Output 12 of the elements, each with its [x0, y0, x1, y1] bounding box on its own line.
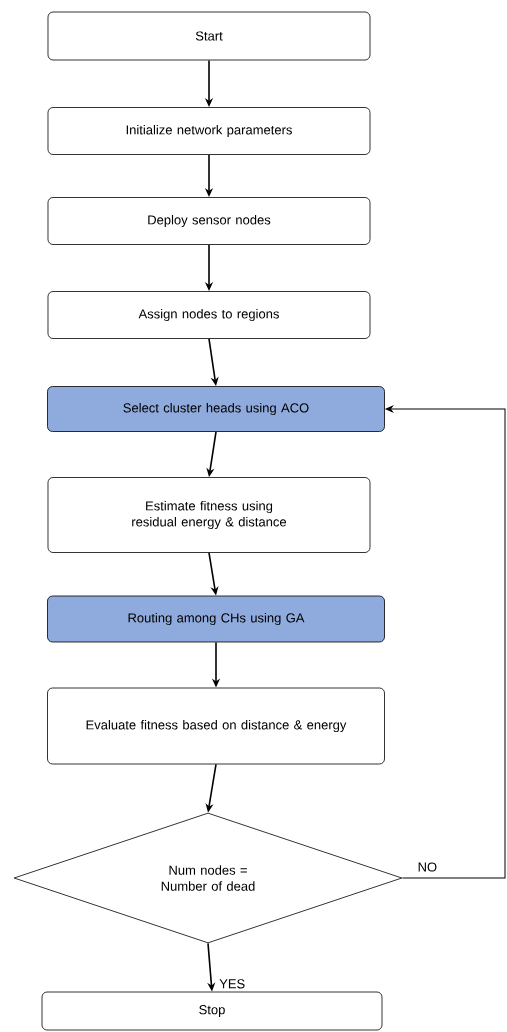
process-box: Start: [47, 11, 371, 61]
arrow: [385, 405, 506, 879]
edge-label: NO: [416, 861, 439, 873]
process-box: Assign nodes to regions: [47, 291, 371, 339]
process-box: Routing among CHs using GA: [47, 595, 385, 643]
process-box: Estimate fitness using residual energy & distance: [47, 477, 371, 553]
process-box: Deploy sensor nodes: [47, 197, 371, 245]
edge-label: YES: [218, 978, 247, 990]
process-box: Select cluster heads using ACO: [47, 386, 385, 432]
process-box: Evaluate fitness based on distance & energy: [47, 687, 385, 765]
process-box: Initialize network parameters: [47, 107, 371, 155]
process-box: Stop: [41, 991, 383, 1031]
